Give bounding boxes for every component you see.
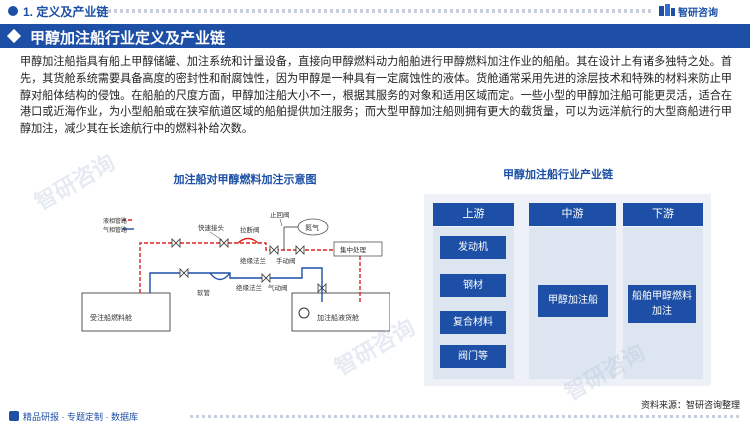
pneumatic-valve-label: 气动阀 — [268, 283, 288, 292]
title-banner: 甲醇加注船行业定义及产业链 — [0, 24, 750, 48]
footer-icon — [9, 411, 19, 421]
central-processing-box — [333, 241, 383, 257]
valve-4 — [295, 245, 305, 255]
quick-joint-label: 快速接头 — [198, 223, 225, 232]
upstream-item-steel: 钢材 — [440, 274, 506, 297]
valve-1 — [171, 238, 181, 248]
logo-text: 智研咨询 — [678, 7, 718, 19]
downstream-item: 船舶甲醇燃料 加注 — [628, 285, 696, 323]
source-note: 资料来源：智研咨询整理 — [641, 400, 741, 410]
valve-2 — [219, 238, 229, 248]
liquid-pipe — [139, 242, 360, 293]
nitrogen-label: 氮气 — [305, 223, 319, 232]
brand-logo: 智研咨询 — [659, 3, 718, 19]
downstream-line-2: 加注 — [652, 306, 672, 317]
hose-liquid — [237, 237, 259, 244]
hose — [209, 272, 231, 281]
page-title: 甲醇加注船行业定义及产业链 — [30, 30, 226, 47]
footer-stripes — [190, 415, 740, 418]
valve-7 — [317, 283, 327, 293]
midstream-item: 甲醇加注船 — [538, 285, 608, 317]
downstream-line-1: 船舶甲醇燃料 — [632, 291, 692, 302]
insulating-flange-label-2: 绝缘法兰 — [236, 283, 263, 292]
pump-icon — [298, 307, 310, 319]
decorative-stripes — [108, 9, 653, 13]
receiving-tank — [81, 292, 171, 332]
section-bullet-icon — [8, 6, 18, 16]
valve-symbols — [171, 238, 327, 293]
valve-6 — [261, 273, 271, 283]
legend-liquid-label: 液相管路 — [103, 217, 127, 225]
top-bar: 1. 定义及产业链 智研咨询 — [0, 0, 750, 22]
chain-title: 甲醇加注船行业产业链 — [503, 169, 613, 181]
valve-3 — [269, 245, 279, 255]
central-processing-label: 集中处理 — [340, 245, 367, 254]
definition-paragraph: 甲醇加注船指具有船上甲醇储罐、加注系统和计量设备，直接向甲醇燃料动力船舶进行甲醇… — [20, 56, 732, 136]
valve-5 — [179, 268, 189, 278]
legend-gas-label: 气相管路 — [103, 226, 127, 234]
bunker-tank — [291, 292, 390, 332]
upstream-item-valves: 阀门等 — [440, 345, 506, 368]
receiving-tank-label: 受注船燃料舱 — [90, 313, 132, 322]
bunkering-diagram: 液相管路 气相管路 受注船燃料舱 加注船液货舱 集中处理 氮气 快速接头 拉断阀… — [81, 210, 390, 332]
downstream-header: 下游 — [623, 203, 703, 226]
section-title: 1. 定义及产业链 — [23, 5, 109, 19]
midstream-header: 中游 — [529, 203, 616, 226]
footer-text: 精品研报 · 专题定制 · 数据库 — [23, 412, 138, 422]
upstream-item-engine: 发动机 — [440, 236, 506, 259]
diamond-icon — [6, 28, 22, 44]
manual-valve-label: 手动阀 — [276, 256, 296, 265]
logo-icon — [659, 4, 675, 16]
upstream-item-composite: 复合材料 — [440, 311, 506, 334]
bunker-tank-label: 加注船液货舱 — [317, 313, 359, 322]
breakaway-valve-label: 拉断阀 — [240, 225, 260, 234]
footer-bar: 精品研报 · 专题定制 · 数据库 — [0, 410, 750, 423]
check-valve-label: 止回阀 — [270, 210, 290, 219]
insulating-flange-label-1: 绝缘法兰 — [240, 256, 267, 265]
upstream-header: 上游 — [433, 203, 514, 226]
diagram-title: 加注船对甲醇燃料加注示意图 — [173, 174, 317, 186]
hose-label: 软管 — [197, 288, 211, 297]
